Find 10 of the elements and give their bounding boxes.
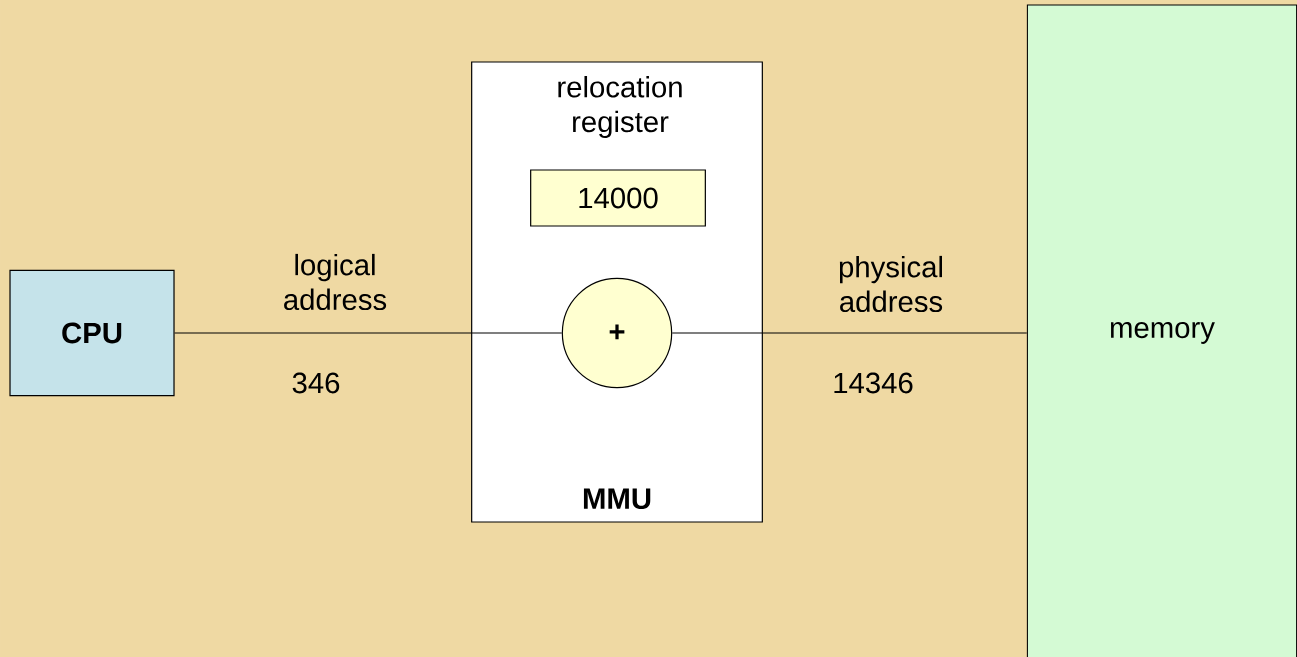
edge-label: physical address (839, 255, 943, 313)
connector-line (671, 332, 1028, 334)
address-value: 346 (292, 372, 340, 394)
connector-line (174, 332, 563, 334)
edge-label: logical address (284, 253, 387, 311)
memory-box: memory (1026, 4, 1297, 657)
cpu-box: CPU (9, 269, 175, 397)
register-label: relocation register (558, 76, 682, 138)
address-value: 14346 (834, 372, 913, 394)
register-box: 14000 (530, 169, 706, 227)
